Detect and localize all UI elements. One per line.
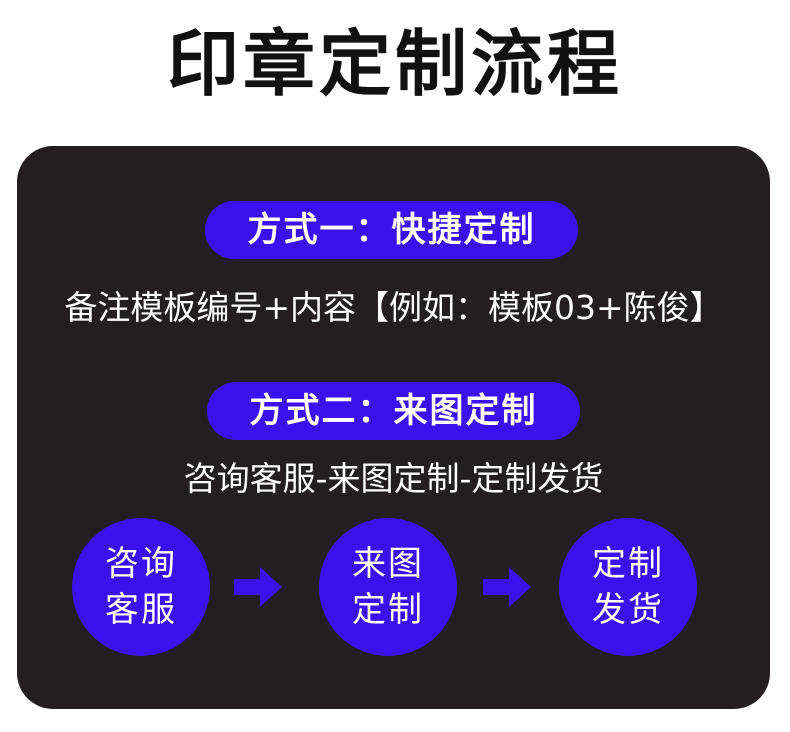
step-label-line2: 客服 <box>105 590 177 630</box>
process-panel: 方式一：快捷定制 备注模板编号+内容【例如：模板03+陈俊】 方式二：来图定制 … <box>17 146 770 709</box>
page-title: 印章定制流程 <box>166 22 623 106</box>
method-one-badge: 方式一：快捷定制 <box>205 201 578 259</box>
method-two-badge: 方式二：来图定制 <box>207 382 580 440</box>
arrow-right-icon <box>483 567 531 607</box>
step-consult-service: 咨询 客服 <box>72 518 210 656</box>
step-send-image-custom: 来图 定制 <box>319 518 457 656</box>
method-one-description: 备注模板编号+内容【例如：模板03+陈俊】 <box>64 288 723 327</box>
step-label-line1: 定制 <box>592 544 664 584</box>
step-label-line1: 来图 <box>352 544 424 584</box>
method-two-description: 咨询客服-来图定制-定制发货 <box>183 459 604 498</box>
arrow-right-icon <box>234 567 282 607</box>
step-custom-ship: 定制 发货 <box>559 518 697 656</box>
step-label-line2: 定制 <box>352 590 424 630</box>
step-label-line1: 咨询 <box>105 544 177 584</box>
step-label-line2: 发货 <box>592 590 664 630</box>
